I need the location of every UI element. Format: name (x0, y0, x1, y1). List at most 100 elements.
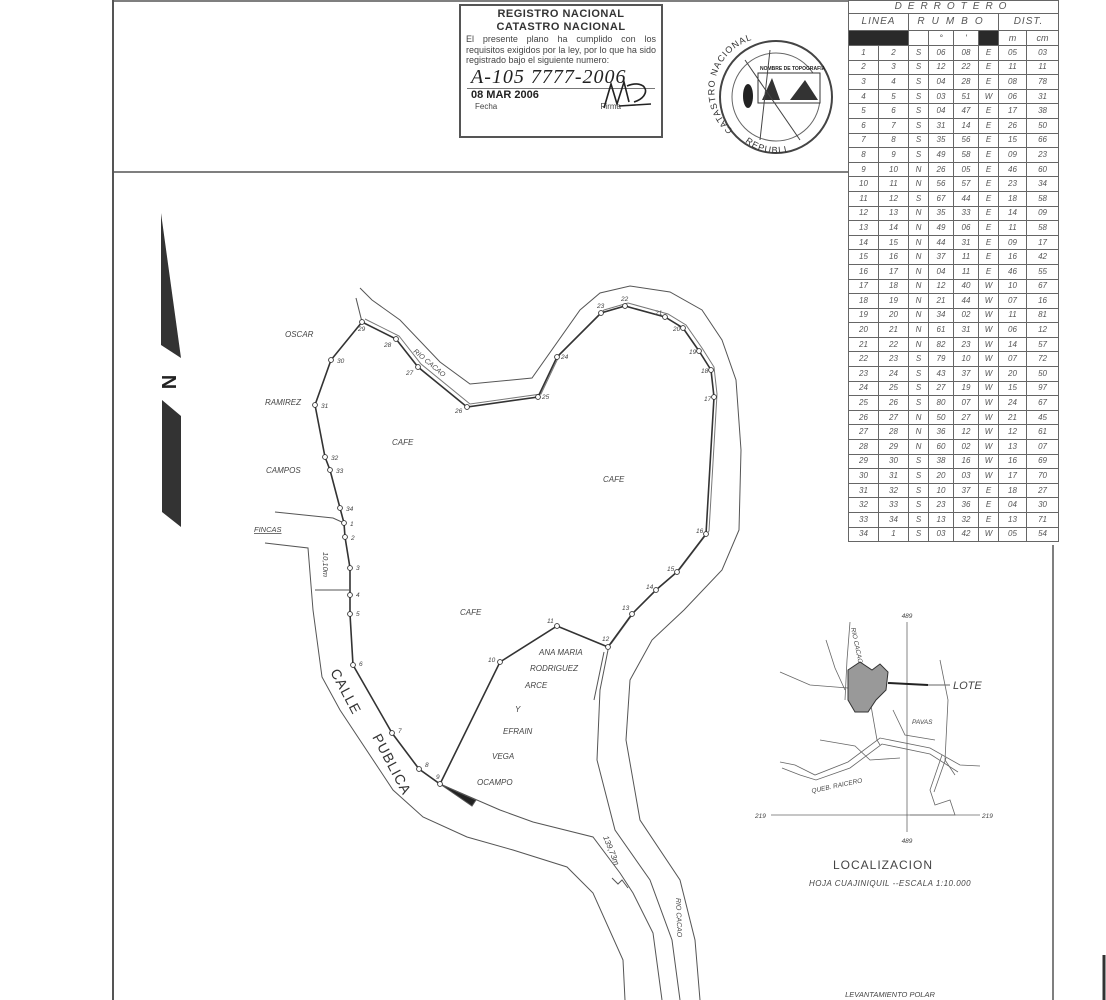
vertex-marker (662, 314, 668, 320)
table-cell: 27 (878, 409, 909, 426)
table-cell: S (908, 190, 929, 207)
table-cell: 13 (928, 512, 954, 528)
table-cell: W (978, 307, 999, 324)
table-cell: 29 (848, 453, 879, 470)
table-cell: S (908, 512, 929, 528)
vertex-marker (535, 394, 541, 400)
table-cell: 24 (878, 366, 909, 382)
table-cell: W (978, 468, 999, 484)
table-cell: 12 (953, 424, 979, 441)
table-cell: 19 (848, 307, 879, 324)
table-cell: 14 (998, 336, 1027, 353)
table-cell: 27 (928, 380, 954, 397)
table-cell: 11 (998, 220, 1027, 236)
table-cell: 56 (928, 176, 954, 192)
cafe-label-2: CAFE (603, 475, 625, 484)
table-cell: 17 (998, 468, 1027, 484)
table-cell: E (978, 45, 999, 61)
table-cell: 25 (848, 395, 879, 411)
vertex-marker (393, 336, 399, 342)
table-cell: 50 (1025, 117, 1060, 134)
table-cell: 71 (1025, 512, 1060, 528)
fincas-label: FINCAS (254, 525, 282, 534)
vertex-marker (680, 325, 686, 331)
table-cell: 40 (953, 278, 979, 295)
vertex-marker (328, 357, 334, 363)
vertex-marker (554, 354, 560, 360)
table-cell: 46 (998, 161, 1027, 178)
table-cell: 05 (953, 161, 979, 178)
vertex-label: 4 (356, 592, 360, 599)
vertex-marker (653, 587, 659, 593)
table-cell: 23 (878, 351, 909, 368)
table-cell: 78 (1025, 74, 1060, 90)
table-cell: 5 (878, 88, 909, 105)
table-cell: 45 (1025, 409, 1060, 426)
table-cell: 14 (848, 234, 879, 251)
loc-grid-y-left: 219 (754, 813, 766, 820)
vertex-label: 32 (331, 455, 339, 462)
table-cell: 37 (953, 366, 979, 382)
table-cell: 22 (953, 59, 979, 76)
svg-text:CATASTRO NACIONAL: CATASTRO NACIONAL (706, 32, 753, 136)
table-cell: 31 (953, 322, 979, 338)
table-cell: N (908, 322, 929, 338)
table-cell: 44 (953, 190, 979, 207)
col-deg: ° (928, 30, 954, 46)
table-cell: 51 (953, 88, 979, 105)
table-cell: 37 (953, 482, 979, 499)
table-cell: 19 (878, 293, 909, 309)
table-cell: 16 (848, 263, 879, 280)
table-cell: 33 (878, 497, 909, 513)
table-cell: E (978, 234, 999, 251)
table-cell: 10 (928, 482, 954, 499)
table-cell: 31 (848, 482, 879, 499)
table-cell: 09 (1025, 205, 1060, 222)
table-cell: W (978, 439, 999, 455)
river-label-2: RIO CACAO (674, 898, 682, 938)
table-cell: N (908, 409, 929, 426)
table-cell: W (978, 380, 999, 397)
table-cell: 19 (953, 380, 979, 397)
table-cell: 03 (928, 526, 954, 543)
table-cell: 23 (953, 336, 979, 353)
table-cell: 15 (848, 249, 879, 265)
vertex-marker (674, 569, 680, 575)
table-cell: 04 (928, 74, 954, 90)
table-cell: S (908, 497, 929, 513)
table-cell: 67 (1025, 395, 1060, 411)
vertex-label: 9 (436, 774, 440, 781)
table-cell: 50 (1025, 366, 1060, 382)
vertex-label: 23 (596, 303, 605, 310)
table-cell: 23 (1025, 147, 1060, 163)
table-cell: 18 (998, 482, 1027, 499)
table-cell: 31 (1025, 88, 1060, 105)
table-cell: 2 (848, 59, 879, 76)
vertex-label: 13 (622, 605, 630, 612)
table-cell: 1 (848, 45, 879, 61)
table-cell: 27 (848, 424, 879, 441)
loc-creek-label: QUEB. RAICERO (811, 777, 863, 795)
table-cell: E (978, 59, 999, 76)
table-cell: E (978, 249, 999, 265)
table-cell: S (908, 468, 929, 484)
table-cell: 04 (928, 103, 954, 119)
table-cell: 28 (953, 74, 979, 90)
table-cell: 60 (1025, 161, 1060, 178)
vertex-label: 22 (620, 296, 629, 303)
table-cell: 3 (878, 59, 909, 76)
vertex-marker (711, 394, 717, 400)
table-cell: 02 (953, 307, 979, 324)
